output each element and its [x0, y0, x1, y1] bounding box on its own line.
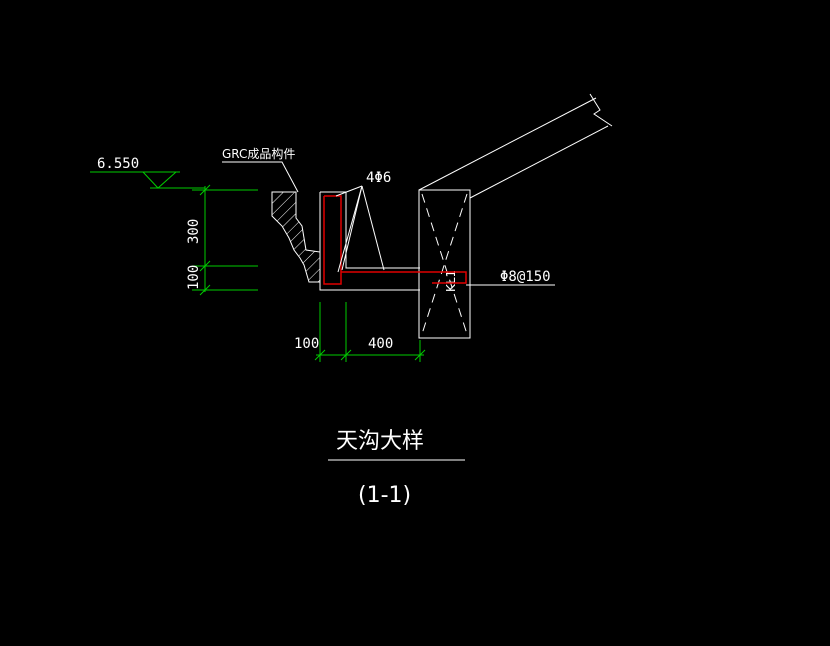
- rebar-top-label: 4Φ6: [366, 170, 391, 186]
- elevation-label: 6.550: [97, 156, 139, 172]
- grc-component: GRC成品构件: [222, 146, 321, 283]
- title-block: 天沟大样 (1-1): [328, 429, 465, 508]
- rebar-top-leader: 4Φ6: [335, 170, 391, 273]
- drawing-title: 天沟大样: [336, 429, 424, 454]
- dim-100-vertical-label: 100: [186, 265, 202, 290]
- stirrup-label: Φ8@150: [500, 269, 551, 285]
- dim-300-label: 300: [186, 219, 202, 244]
- grc-label: GRC成品构件: [222, 146, 295, 161]
- dim-400-label: 400: [368, 336, 393, 352]
- beam-section: KL1: [418, 189, 471, 339]
- roof-slab: [418, 93, 613, 199]
- dim-100-horizontal-label: 100: [294, 336, 319, 352]
- horizontal-dimension: 100 400: [294, 302, 426, 362]
- stirrup-leader: Φ8@150: [466, 269, 555, 286]
- elevation-marker: 6.550: [90, 156, 205, 189]
- section-label: (1-1): [358, 483, 411, 508]
- rebar: [323, 195, 467, 285]
- beam-label: KL1: [444, 270, 458, 292]
- gutter-outline: [319, 191, 420, 291]
- vertical-dimension: 300 100: [186, 184, 258, 296]
